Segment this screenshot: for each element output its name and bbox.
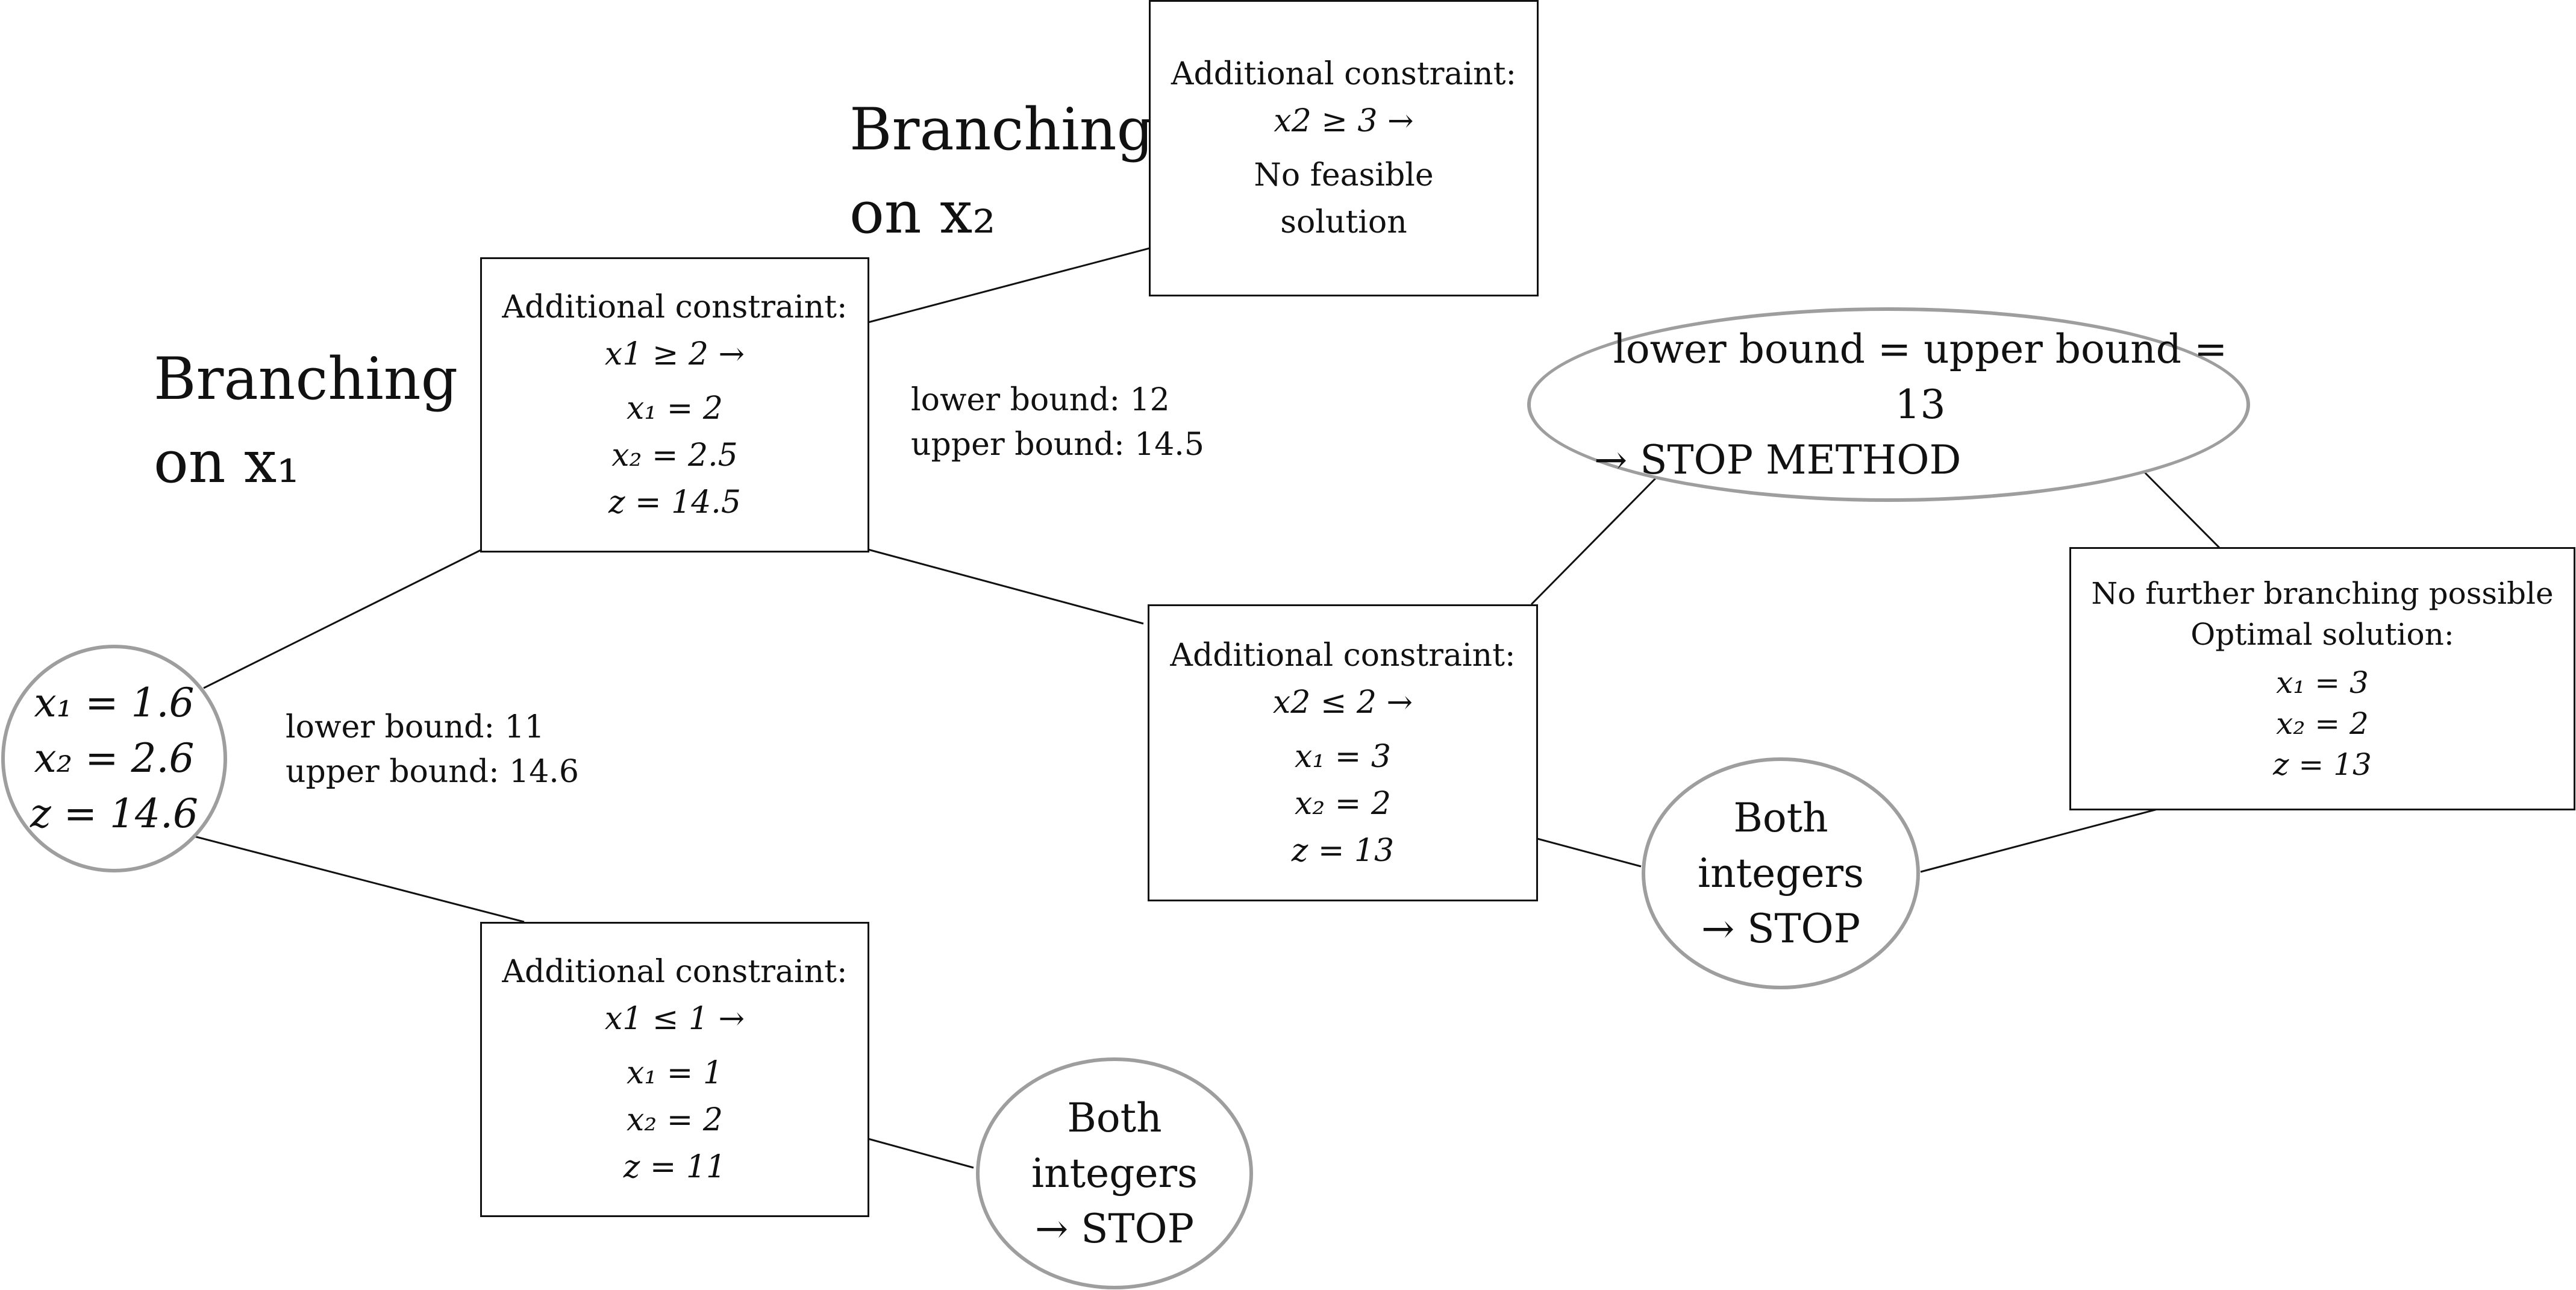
root-x2: x₂ = 2.6	[34, 735, 195, 781]
branching-x1-label: Branching on x₁	[154, 337, 458, 504]
stop-method-line1: lower bound = upper bound = 13	[1613, 325, 2228, 428]
upper-bound-1: upper bound: 14.6	[286, 754, 579, 790]
branching-x2-line1: Branching	[849, 96, 1154, 163]
node-x2-ge-3: Additional constraint: x2 ≥ 3 → No feasi…	[1149, 0, 1539, 296]
branching-x1-line2: on x₁	[154, 428, 300, 496]
optimal-z: z = 13	[2273, 747, 2372, 782]
node-x1-le-1: Additional constraint: x1 ≤ 1 → x₁ = 1 x…	[480, 922, 869, 1217]
edge-x1ge2-to-x2le2	[868, 548, 1144, 625]
constraint-expression: x1 ≥ 2 →	[604, 336, 745, 372]
bound-label-2: lower bound: 12 upper bound: 14.5	[911, 378, 1204, 467]
stop-right-line1: Both integers	[1698, 794, 1864, 897]
value-x2: x₂ = 2	[627, 1102, 723, 1138]
branching-x2-label: Branching on x₂	[849, 88, 1154, 254]
root-z: z = 14.6	[30, 791, 198, 837]
constraint-title: Additional constraint:	[502, 954, 848, 990]
edge-stop-method-to-optimal	[2142, 470, 2221, 550]
value-z: z = 13	[1291, 832, 1395, 869]
edge-root-to-x1ge2	[203, 549, 481, 689]
optimal-line1: No further branching possible	[2091, 575, 2554, 611]
optimal-x2: x₂ = 2	[2276, 706, 2369, 741]
stop-node-left: Both integers → STOP	[976, 1057, 1253, 1289]
stop-left-line1: Both integers	[1031, 1094, 1198, 1197]
value-x2: x₂ = 2.5	[611, 437, 738, 474]
constraint-title: Additional constraint:	[1170, 637, 1516, 674]
upper-bound-2: upper bound: 14.5	[911, 427, 1204, 463]
stop-node-right: Both integers → STOP	[1642, 757, 1920, 989]
edge-x1ge2-to-x2ge3	[868, 247, 1150, 324]
stop-method-node: lower bound = upper bound = 13 → STOP ME…	[1527, 307, 2250, 502]
branching-x2-line2: on x₂	[849, 179, 996, 246]
edge-x1le1-to-stop	[868, 1138, 974, 1169]
stop-left-line2: → STOP	[1034, 1205, 1195, 1252]
node-x2-le-2: Additional constraint: x2 ≤ 2 → x₁ = 3 x…	[1148, 604, 1538, 901]
value-z: z = 11	[623, 1149, 727, 1185]
no-feasible-line2: solution	[1280, 204, 1407, 240]
lower-bound-2: lower bound: 12	[911, 382, 1170, 418]
value-x1: x₁ = 3	[1295, 738, 1391, 775]
constraint-title: Additional constraint:	[502, 289, 848, 325]
root-node: x₁ = 1.6 x₂ = 2.6 z = 14.6	[1, 645, 227, 872]
root-x1: x₁ = 1.6	[34, 680, 195, 726]
stop-right-line2: → STOP	[1701, 905, 1861, 952]
optimal-x1: x₁ = 3	[2276, 665, 2369, 700]
edge-root-to-x1le1	[193, 835, 525, 923]
value-x1: x₁ = 1	[627, 1055, 723, 1091]
constraint-expression: x2 ≥ 3 →	[1274, 103, 1414, 139]
bound-label-1: lower bound: 11 upper bound: 14.6	[286, 705, 579, 794]
constraint-expression: x2 ≤ 2 →	[1272, 684, 1413, 721]
edge-x2le2-to-stop-method	[1530, 476, 1658, 606]
value-x2: x₂ = 2	[1295, 785, 1391, 822]
optimal-line2: Optimal solution:	[2190, 616, 2454, 652]
edge-stop-to-optimal	[1920, 807, 2160, 873]
optimal-solution-node: No further branching possible Optimal so…	[2069, 547, 2575, 810]
node-x1-ge-2: Additional constraint: x1 ≥ 2 → x₁ = 2 x…	[480, 257, 869, 553]
value-x1: x₁ = 2	[627, 390, 723, 427]
edge-x2le2-to-stop	[1537, 838, 1642, 868]
value-z: z = 14.5	[608, 484, 741, 521]
constraint-title: Additional constraint:	[1171, 56, 1517, 92]
constraint-expression: x1 ≤ 1 →	[604, 1001, 745, 1037]
branching-x1-line1: Branching	[154, 345, 458, 413]
lower-bound-1: lower bound: 11	[286, 709, 545, 745]
stop-method-line2: → STOP METHOD	[1594, 436, 1962, 483]
no-feasible-line1: No feasible	[1254, 157, 1434, 193]
